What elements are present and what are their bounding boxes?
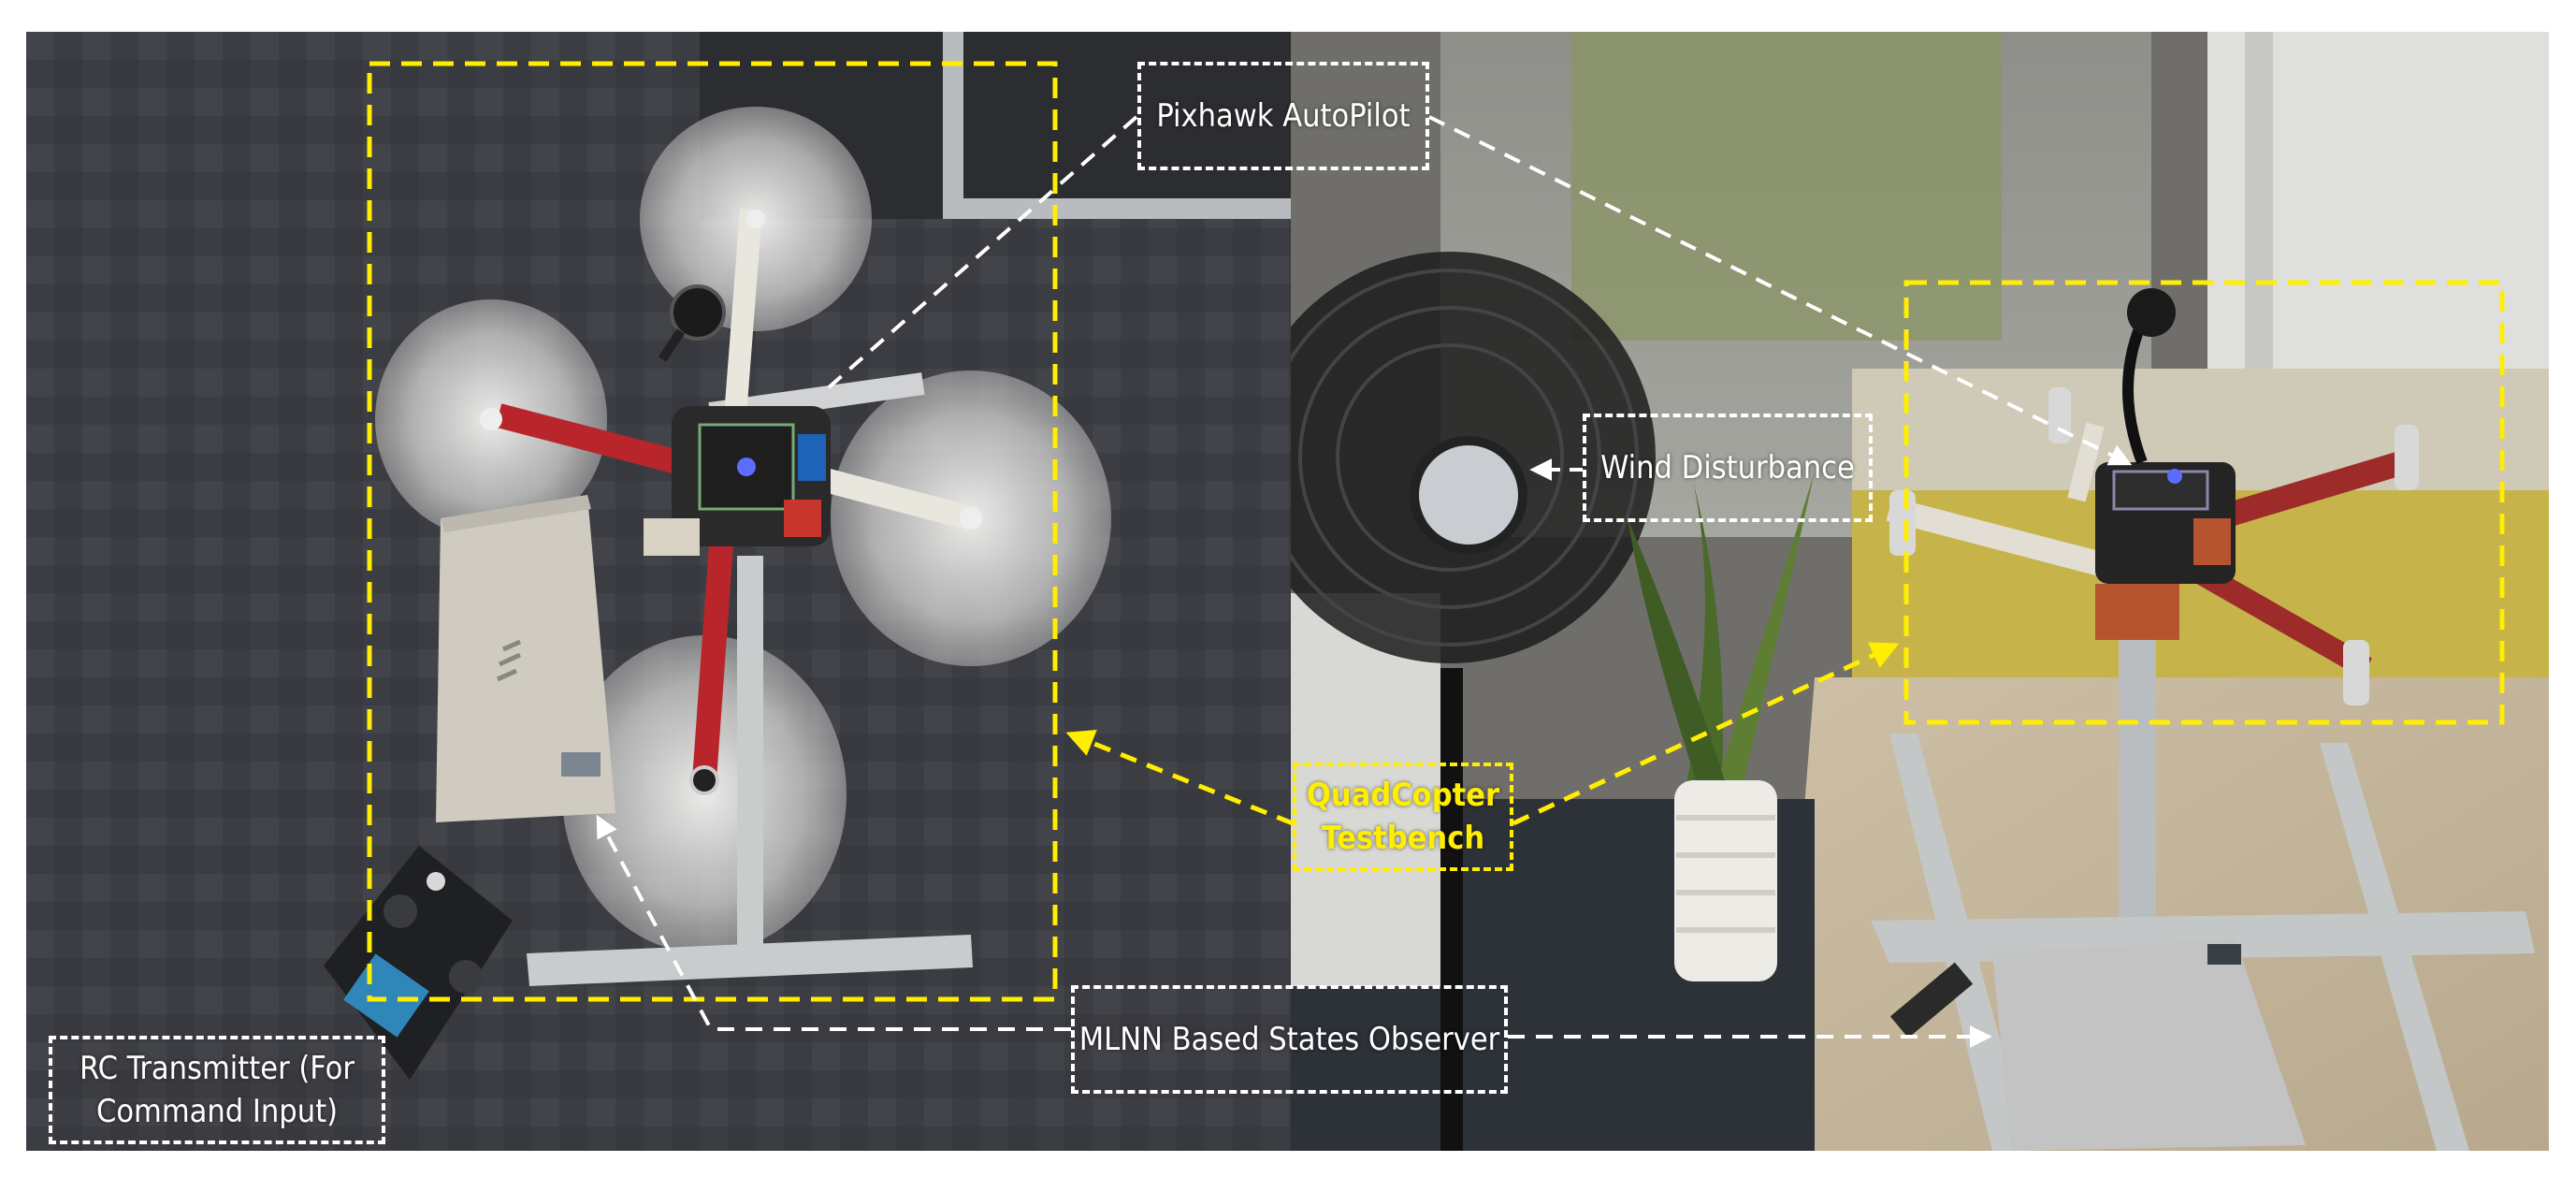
testbench-pointer-left xyxy=(1065,730,1294,826)
right-photo-scene xyxy=(1291,32,2549,1151)
right-photo-side-view xyxy=(1291,32,2549,1151)
aluminum-stand xyxy=(1871,584,2535,1151)
quadcopter-testbench-label: QuadCopter Testbench xyxy=(1293,763,1513,871)
fan-icon xyxy=(1291,252,1656,1151)
quadcopter-testbench-label-line1: QuadCopter xyxy=(1306,777,1500,814)
pixhawk-pointer-right xyxy=(1428,115,2133,466)
frame-rail xyxy=(943,198,1291,219)
pixhawk-pointer-left xyxy=(826,115,1138,390)
rc-transmitter-label-line1: RC Transmitter (For xyxy=(80,1050,355,1087)
wind-disturbance-label-text: Wind Disturbance xyxy=(1600,449,1855,487)
laptop-icon xyxy=(436,495,615,822)
window-greenery xyxy=(1571,32,2002,341)
right-quadcopter-highlight-box xyxy=(1903,280,2505,725)
pixhawk-label: Pixhawk AutoPilot xyxy=(1137,62,1429,170)
mlnn-pointer-left xyxy=(596,814,1071,1031)
mlnn-observer-label: MLNN Based States Observer xyxy=(1071,985,1508,1094)
left-quadcopter-highlight-box xyxy=(367,61,1058,1002)
quadcopter-testbench-label-line2: Testbench xyxy=(1321,820,1485,857)
wall-corner xyxy=(2245,32,2273,406)
laptop-icon xyxy=(1889,939,2306,1151)
plant-icon xyxy=(1628,472,1815,981)
rc-transmitter-icon xyxy=(324,846,513,1080)
left-photo-scene xyxy=(26,32,1291,1151)
pixhawk-label-text: Pixhawk AutoPilot xyxy=(1156,97,1411,135)
rc-transmitter-label-line2: Command Input) xyxy=(95,1093,339,1130)
rc-transmitter-label: RC Transmitter (For Command Input) xyxy=(49,1036,385,1144)
mlnn-observer-label-text: MLNN Based States Observer xyxy=(1078,1021,1500,1058)
quadcopter-icon xyxy=(480,209,982,795)
testbench-pointer-right xyxy=(1512,642,1900,826)
left-photo-top-view xyxy=(26,32,1291,1151)
wind-disturbance-label: Wind Disturbance xyxy=(1583,414,1873,522)
quadcopter-icon xyxy=(1886,288,2419,705)
frame-post xyxy=(943,32,963,219)
